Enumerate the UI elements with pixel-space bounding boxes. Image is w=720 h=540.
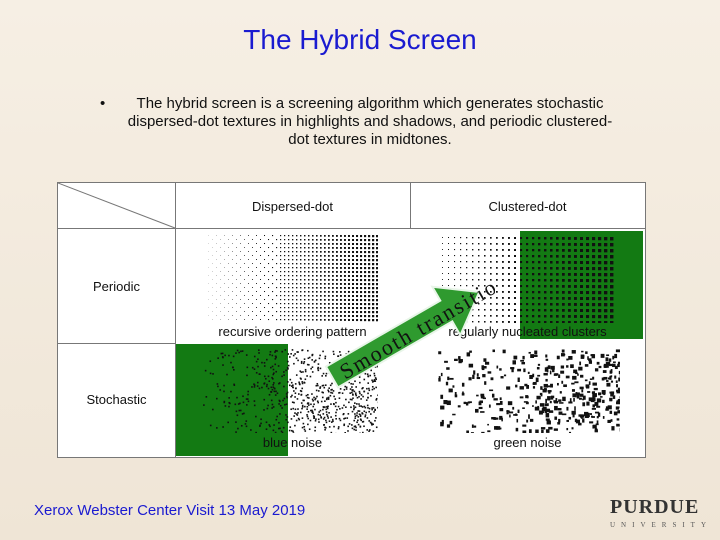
recursive-ordering-pattern — [208, 235, 378, 322]
footer-text: Xerox Webster Center Visit 13 May 2019 — [34, 502, 306, 519]
screening-table: Dispersed-dot Clustered-dot Periodic Sto… — [57, 182, 646, 458]
table-hline-1 — [58, 228, 645, 229]
purdue-logo: PURDUE UNIVERSITY — [610, 496, 710, 532]
caption-blue-noise: blue noise — [262, 435, 323, 450]
bullet-symbol: • — [100, 95, 106, 112]
slide-title: The Hybrid Screen — [243, 24, 477, 55]
regularly-nucleated-clusters-pattern — [442, 237, 614, 323]
table-corner-diagonal — [58, 183, 176, 229]
bullet-line-2: dispersed-dot textures in highlights and… — [127, 113, 613, 130]
caption-regularly-nucleated: regularly nucleated clusters — [448, 324, 607, 339]
transition-arrow-shape — [324, 285, 481, 389]
col-header-dispersed: Dispersed-dot — [252, 199, 333, 214]
bullet-line-3: dot textures in midtones. — [288, 131, 452, 148]
bullet-line-1: The hybrid screen is a screening algorit… — [136, 95, 604, 112]
logo-name: PURDUE — [610, 496, 700, 518]
green-noise-pattern — [438, 349, 620, 433]
transition-arrow-label: Smooth transition — [335, 275, 495, 384]
caption-green-noise: green noise — [493, 435, 562, 450]
table-vline-2 — [410, 183, 411, 228]
transition-arrow: Smooth transition — [324, 275, 495, 389]
bullet-text: • The hybrid screen is a screening algor… — [100, 95, 640, 149]
row-header-periodic: Periodic — [93, 279, 140, 294]
table-vline-1 — [175, 183, 176, 457]
caption-recursive-ordering: recursive ordering pattern — [218, 324, 367, 339]
col-header-clustered: Clustered-dot — [488, 199, 567, 214]
green-block-bottom-left-tail — [252, 433, 288, 456]
row-header-stochastic: Stochastic — [86, 392, 147, 407]
table-hline-2 — [58, 343, 175, 344]
logo-subtitle: UNIVERSITY — [610, 521, 712, 529]
